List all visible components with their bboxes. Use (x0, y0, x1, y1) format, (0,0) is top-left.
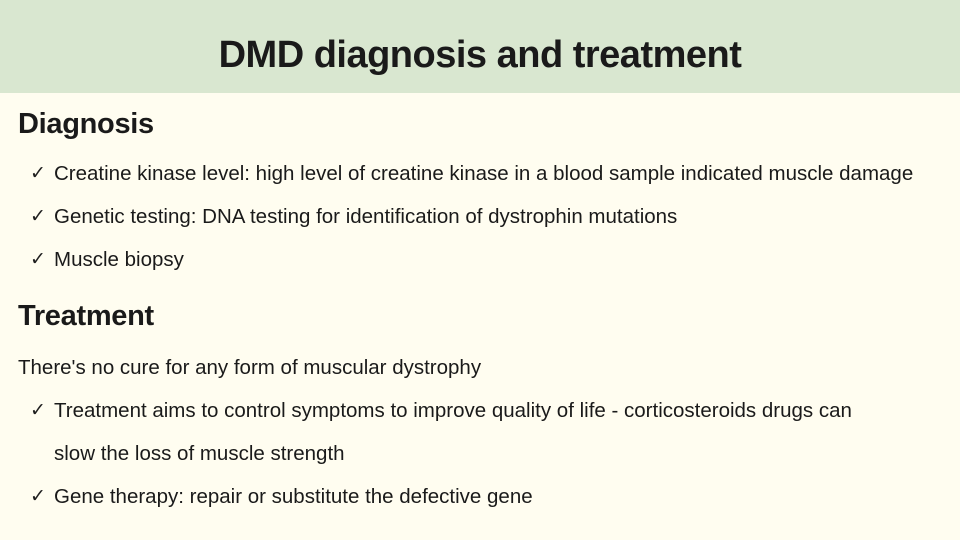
bullet-text-line: slow the loss of muscle strength (54, 441, 345, 465)
bullet-treatment-aims: ✓ Treatment aims to control symptoms to … (18, 397, 960, 467)
slide-body: Diagnosis ✓ Creatine kinase level: high … (0, 93, 960, 510)
bullet-text: Gene therapy: repair or substitute the d… (54, 484, 533, 508)
bullet-gene-therapy: ✓ Gene therapy: repair or substitute the… (18, 483, 960, 510)
checkmark-icon: ✓ (30, 248, 46, 270)
bullet-muscle-biopsy: ✓ Muscle biopsy (18, 246, 960, 273)
treatment-intro-text: There's no cure for any form of muscular… (18, 355, 482, 379)
checkmark-icon: ✓ (30, 399, 46, 421)
bullet-text: Muscle biopsy (54, 247, 184, 271)
slide-header: DMD diagnosis and treatment (0, 0, 960, 93)
section-heading-diagnosis: Diagnosis (18, 108, 154, 140)
checkmark-icon: ✓ (30, 162, 46, 184)
bullet-genetic-testing: ✓ Genetic testing: DNA testing for ident… (18, 203, 960, 230)
checkmark-icon: ✓ (30, 485, 46, 507)
bullet-text-line: Treatment aims to control symptoms to im… (54, 398, 852, 422)
bullet-text: Treatment aims to control symptoms to im… (54, 397, 960, 467)
section-heading-treatment: Treatment (18, 299, 154, 332)
bullet-text: Genetic testing: DNA testing for identif… (54, 204, 678, 228)
slide-title: DMD diagnosis and treatment (218, 34, 742, 76)
bullet-creatine-kinase: ✓ Creatine kinase level: high level of c… (18, 160, 960, 187)
bullet-text: Creatine kinase level: high level of cre… (54, 161, 914, 185)
checkmark-icon: ✓ (30, 205, 46, 227)
